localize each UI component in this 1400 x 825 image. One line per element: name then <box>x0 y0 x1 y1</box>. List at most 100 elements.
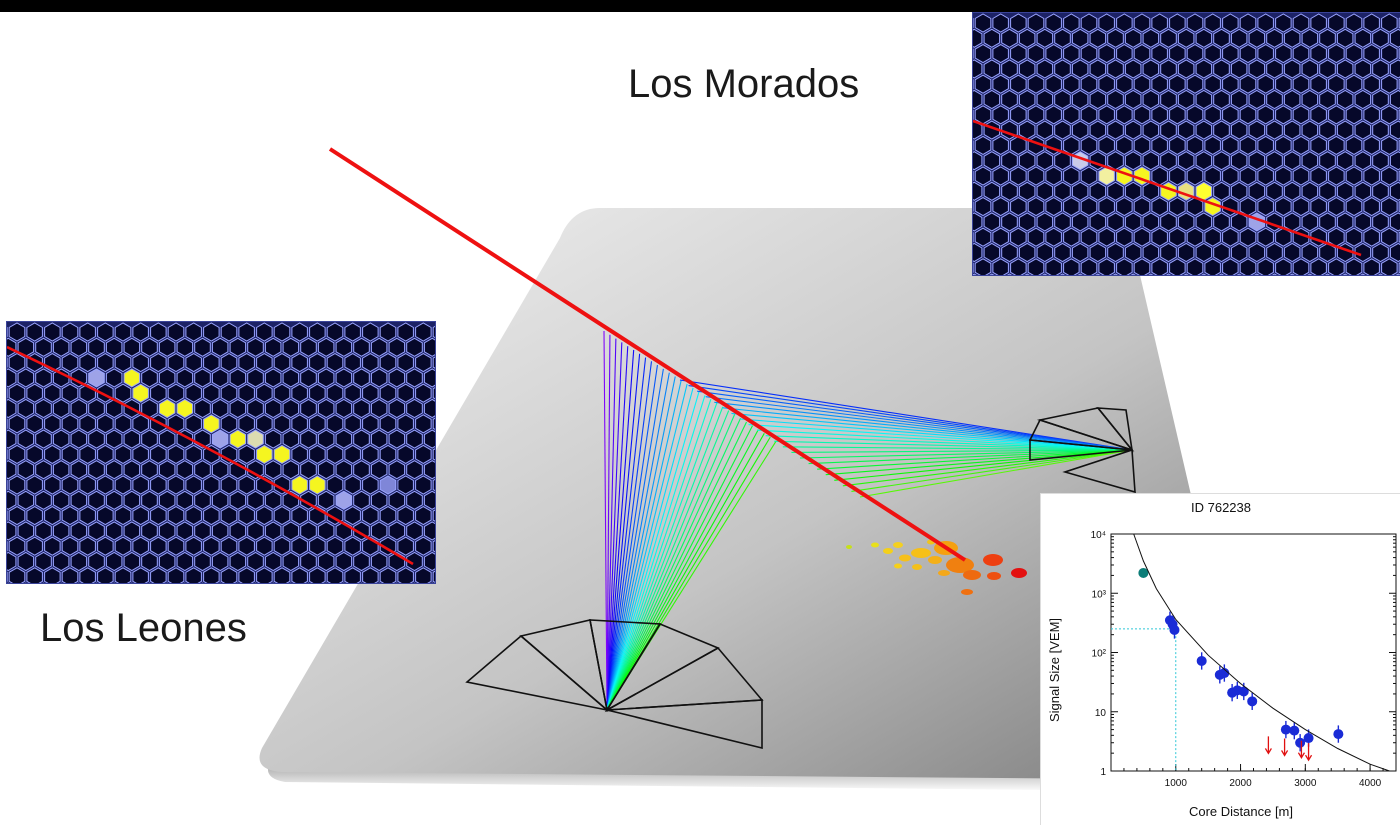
camera-pixel <box>62 507 78 525</box>
y-tick-label: 10³ <box>1092 589 1107 600</box>
camera-pixel <box>1161 244 1177 262</box>
camera-pixel <box>1240 228 1256 246</box>
camera-pixel <box>363 384 379 402</box>
camera-pixel <box>1258 136 1274 154</box>
camera-pixel <box>1373 244 1389 262</box>
camera-pixel <box>168 507 184 525</box>
camera-pixel <box>1064 14 1080 32</box>
camera-pixel <box>186 323 202 341</box>
camera-pixel <box>1028 228 1044 246</box>
camera-pixel <box>292 415 308 433</box>
camera-pixel <box>292 354 308 372</box>
camera-pixel <box>1028 14 1044 32</box>
camera-pixel <box>433 415 435 433</box>
camera-pixel <box>1161 121 1177 139</box>
camera-pixel <box>1196 60 1212 78</box>
camera-pixel <box>973 60 982 78</box>
camera-pixel <box>1373 29 1389 47</box>
camera-pixel <box>1293 106 1309 124</box>
camera-pixel <box>133 415 149 433</box>
camera-pixel <box>345 568 361 583</box>
camera-pixel <box>1134 45 1150 63</box>
camera-pixel <box>177 461 193 479</box>
camera-pixel <box>1090 60 1106 78</box>
camera-pixel <box>124 369 140 387</box>
camera-pixel <box>1276 106 1292 124</box>
station-signal-point <box>1247 696 1257 706</box>
camera-pixel <box>1205 106 1221 124</box>
camera-pixel <box>301 338 317 356</box>
camera-pixel <box>1099 106 1115 124</box>
camera-pixel <box>221 415 237 433</box>
camera-pixel <box>1382 106 1398 124</box>
camera-pixel <box>407 338 423 356</box>
camera-pixel <box>230 491 246 509</box>
camera-pixel <box>1276 136 1292 154</box>
camera-pixel <box>186 384 202 402</box>
camera-pixel <box>354 338 370 356</box>
camera-pixel <box>168 384 184 402</box>
camera-pixel <box>1346 167 1362 185</box>
camera-pixel <box>1117 14 1133 32</box>
camera-pixel <box>1320 152 1336 170</box>
camera-pixel <box>133 354 149 372</box>
camera-pixel <box>1249 244 1265 262</box>
camera-pixel <box>1125 121 1141 139</box>
camera-pixel <box>168 568 184 583</box>
camera-pixel <box>1205 259 1221 275</box>
camera-pixel <box>89 338 105 356</box>
camera-pixel <box>1337 213 1353 231</box>
camera-pixel <box>159 338 175 356</box>
camera-pixel <box>204 507 220 525</box>
camera-pixel <box>9 323 25 341</box>
camera-pixel <box>1196 29 1212 47</box>
camera-pixel <box>310 476 326 494</box>
camera-pixel <box>62 354 78 372</box>
camera-pixel <box>177 553 193 571</box>
camera-pixel <box>283 400 299 418</box>
camera-pixel <box>1187 75 1203 93</box>
camera-pixel <box>1240 14 1256 32</box>
camera-pixel <box>1223 167 1239 185</box>
camera-pixel <box>115 354 131 372</box>
camera-pixel <box>984 182 1000 200</box>
camera-pixel <box>975 136 991 154</box>
camera-pixel <box>363 568 379 583</box>
camera-pixel <box>239 445 255 463</box>
camera-pixel <box>1320 121 1336 139</box>
camera-pixel <box>1302 121 1318 139</box>
camera-pixel <box>984 244 1000 262</box>
station-signal-point <box>1281 725 1291 735</box>
camera-pixel <box>195 369 211 387</box>
camera-pixel <box>371 369 387 387</box>
camera-pixel <box>1152 259 1168 275</box>
camera-pixel <box>151 537 167 555</box>
camera-pixel <box>1231 182 1247 200</box>
camera-pixel <box>1249 29 1265 47</box>
camera-pixel <box>1072 121 1088 139</box>
camera-pixel <box>416 568 432 583</box>
camera-pixel <box>433 445 435 463</box>
camera-pixel <box>301 461 317 479</box>
camera-pixel <box>115 323 131 341</box>
camera-pixel <box>424 400 435 418</box>
camera-pixel <box>265 461 281 479</box>
camera-pixel <box>7 553 16 571</box>
camera-pixel <box>354 491 370 509</box>
camera-pixel <box>151 568 167 583</box>
camera-pixel <box>1337 60 1353 78</box>
camera-pixel <box>1064 75 1080 93</box>
camera-pixel <box>248 400 264 418</box>
camera-pixel <box>345 507 361 525</box>
camera-pixel <box>1337 152 1353 170</box>
camera-pixel <box>433 507 435 525</box>
camera-pixel <box>1346 259 1362 275</box>
camera-pixel <box>71 338 87 356</box>
plot-frame <box>1111 534 1396 771</box>
camera-pixel <box>142 338 158 356</box>
camera-pixel <box>1355 213 1371 231</box>
camera-pixel <box>230 338 246 356</box>
camera-pixel <box>1364 136 1380 154</box>
camera-pixel <box>212 522 228 540</box>
